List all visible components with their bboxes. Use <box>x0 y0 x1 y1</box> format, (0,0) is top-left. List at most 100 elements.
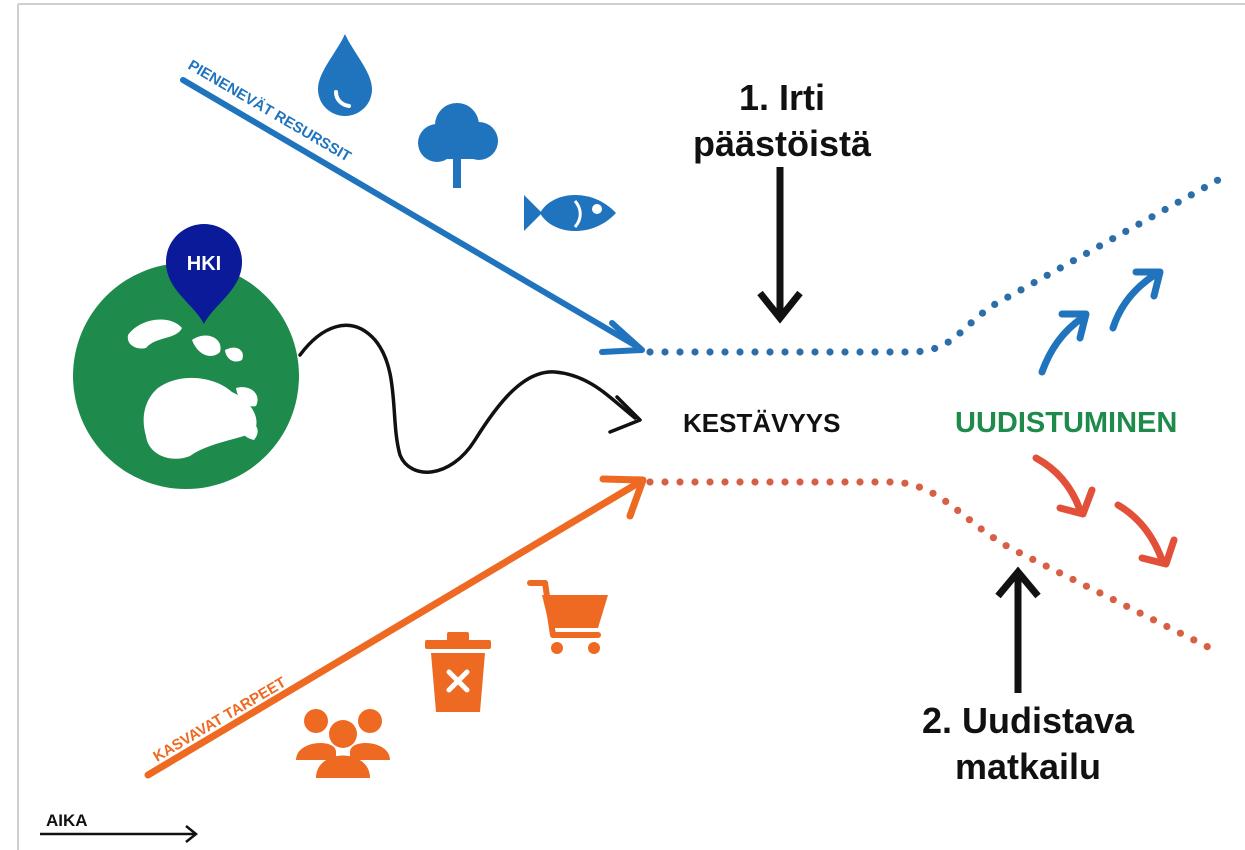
dot <box>1082 582 1090 590</box>
dot <box>1056 264 1064 272</box>
time-label: AIKA <box>46 811 88 830</box>
dot <box>1096 242 1104 250</box>
dot <box>944 338 952 346</box>
dot <box>841 348 849 356</box>
dot <box>1149 616 1158 624</box>
dot <box>856 478 864 486</box>
dot <box>766 478 774 486</box>
dot <box>915 483 924 491</box>
step1-down-arrow <box>757 167 803 324</box>
dot <box>871 348 879 356</box>
dot <box>931 344 939 353</box>
dot <box>751 348 759 356</box>
decline-down-arrow-1 <box>1032 454 1096 518</box>
step2-up-arrow <box>995 566 1041 693</box>
step2-title-line1: 2. Uudistava <box>922 700 1135 741</box>
center-label: KESTÄVYYS <box>683 408 841 438</box>
water-drop-icon <box>318 34 372 116</box>
globe-icon <box>73 263 299 489</box>
dot <box>721 478 729 486</box>
dot <box>781 478 789 486</box>
decline-down-arrow-2 <box>1114 501 1178 568</box>
dot <box>1096 589 1104 597</box>
dot <box>1213 176 1222 184</box>
dot <box>1002 542 1010 550</box>
dot <box>967 319 975 327</box>
dot <box>956 329 964 337</box>
dot <box>886 478 894 486</box>
needs-arrow <box>144 475 647 779</box>
dot <box>978 309 987 317</box>
renewal-up-arrow-2 <box>1109 268 1164 332</box>
dot <box>1017 286 1025 294</box>
dot <box>1109 235 1117 243</box>
dot <box>691 478 699 486</box>
time-axis-arrow <box>40 825 199 843</box>
dot <box>796 478 804 486</box>
needs-label: KASVAVAT TARPEET <box>150 674 289 766</box>
dot <box>1135 220 1143 228</box>
dot <box>1042 562 1050 570</box>
dot <box>736 478 744 486</box>
resources-arrow <box>180 77 645 355</box>
dot <box>1203 643 1211 651</box>
dot <box>1136 609 1144 617</box>
dot <box>1043 271 1051 279</box>
step1-title-line1: 1. Irti <box>739 77 825 118</box>
renewal-label: UUDISTUMINEN <box>955 407 1177 439</box>
dot <box>1163 622 1171 631</box>
renewal-up-arrow-1 <box>1038 310 1090 376</box>
dot <box>1069 575 1077 584</box>
fish-icon <box>524 194 616 232</box>
dot <box>706 478 714 486</box>
dot <box>1030 279 1038 287</box>
shopping-cart-icon <box>527 580 608 654</box>
dot <box>1004 293 1012 301</box>
dot <box>691 348 699 356</box>
dot <box>1029 555 1037 564</box>
trash-bin-icon <box>425 632 491 712</box>
dot <box>1187 191 1195 199</box>
dot <box>826 348 834 356</box>
resources-dotted-line <box>646 176 1222 356</box>
dot <box>1123 602 1131 610</box>
dot <box>841 478 849 486</box>
dot <box>811 348 819 356</box>
dot <box>1176 629 1184 637</box>
dot <box>1200 184 1208 192</box>
pin-label: HKI <box>187 253 221 275</box>
dot <box>1122 227 1130 235</box>
dot <box>646 478 654 486</box>
step2-title-line2: matkailu <box>955 746 1101 787</box>
dot <box>736 348 744 356</box>
dot <box>646 348 654 356</box>
dot <box>989 534 998 542</box>
dot <box>1109 596 1117 604</box>
dot <box>1190 636 1198 644</box>
dot <box>661 348 669 356</box>
wavy-arrow <box>298 323 642 474</box>
dot <box>751 478 759 486</box>
dot <box>721 348 729 356</box>
dot <box>766 348 774 356</box>
dot <box>991 300 999 308</box>
dot <box>781 348 789 356</box>
tree-icon <box>418 103 498 188</box>
location-pin-icon <box>166 224 242 324</box>
dot <box>977 525 985 533</box>
dot <box>1161 205 1169 214</box>
dot <box>1148 213 1156 221</box>
dot <box>676 478 684 486</box>
dot <box>954 506 962 514</box>
step1-title-line2: päästöistä <box>693 123 872 164</box>
dot <box>1069 257 1077 265</box>
needs-dotted-line <box>646 478 1211 651</box>
dot <box>1082 249 1091 257</box>
dot <box>1056 569 1064 577</box>
dot <box>661 478 669 486</box>
dot <box>856 348 864 356</box>
dot <box>1174 198 1182 206</box>
dot <box>901 348 909 356</box>
